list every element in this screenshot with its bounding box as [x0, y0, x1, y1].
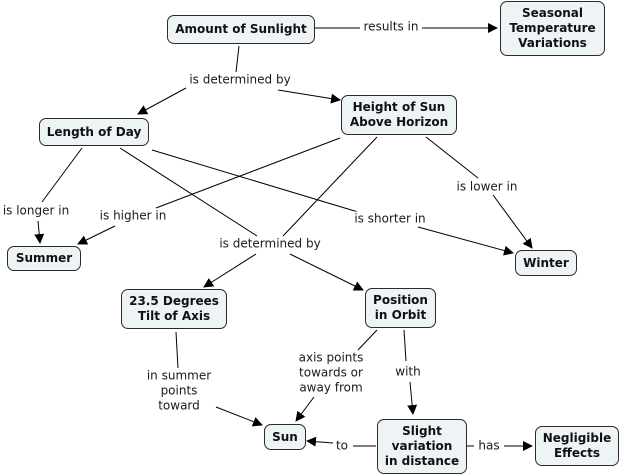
link-has: has [476, 438, 502, 454]
edge-length-to-determined-2 [119, 147, 258, 237]
link-is-longer-in: is longer in [0, 203, 72, 219]
node-position-in-orbit[interactable]: Position in Orbit [365, 288, 436, 328]
link-is-determined-by-2: is determined by [217, 236, 323, 252]
edge-determined-1-to-height [277, 89, 341, 104]
node-seasonal-temperature-variations[interactable]: Seasonal Temperature Variations [500, 1, 605, 56]
link-is-determined-by-1: is determined by [187, 72, 293, 88]
link-results-in: results in [361, 19, 421, 35]
edge-determined-1-to-length [137, 87, 187, 115]
edge-length-to-longer [41, 147, 83, 203]
link-is-higher-in: is higher in [97, 208, 169, 224]
edge-height-to-determined-2 [282, 136, 378, 237]
edge-to-to-sun [306, 436, 334, 447]
edge-longer-to-summer [34, 220, 45, 244]
edge-sunlight-to-determined-1 [235, 45, 240, 73]
link-with: with [393, 364, 423, 380]
edge-height-to-lower [425, 136, 479, 179]
edge-height-to-higher [155, 137, 341, 209]
node-slight-variation[interactable]: Slight variation in distance [377, 419, 467, 474]
node-tilt-of-axis[interactable]: 23.5 Degrees Tilt of Axis [121, 289, 227, 329]
link-axis-points: axis points towards or away from [296, 350, 366, 396]
edge-determined-2-to-tilt [203, 253, 257, 288]
link-is-shorter-in: is shorter in [352, 211, 428, 227]
node-length-of-day[interactable]: Length of Day [39, 118, 149, 146]
edge-higher-to-summer [77, 225, 116, 245]
link-to: to [333, 438, 351, 454]
edge-length-to-shorter [151, 149, 359, 213]
edge-position-to-axis-points [357, 329, 378, 351]
edge-shorter-to-winter [417, 226, 514, 256]
node-summer[interactable]: Summer [7, 246, 81, 271]
edge-position-to-with [403, 329, 407, 362]
edge-determined-2-to-position [289, 253, 364, 291]
link-in-summer-points-toward: in summer points toward [144, 368, 214, 414]
edge-with-to-slight [407, 381, 418, 415]
node-sun[interactable]: Sun [264, 424, 306, 450]
edge-tilt-to-summer-points [175, 331, 179, 369]
link-is-lower-in: is lower in [454, 179, 520, 195]
node-winter[interactable]: Winter [515, 250, 577, 276]
edge-summer-points-to-sun [215, 406, 263, 427]
node-height-of-sun[interactable]: Height of Sun Above Horizon [341, 95, 457, 135]
edge-axis-points-to-sun [295, 396, 315, 422]
edge-lower-to-winter [492, 194, 533, 249]
node-negligible-effects[interactable]: Negligible Effects [535, 426, 619, 466]
node-amount-of-sunlight[interactable]: Amount of Sunlight [167, 15, 315, 44]
